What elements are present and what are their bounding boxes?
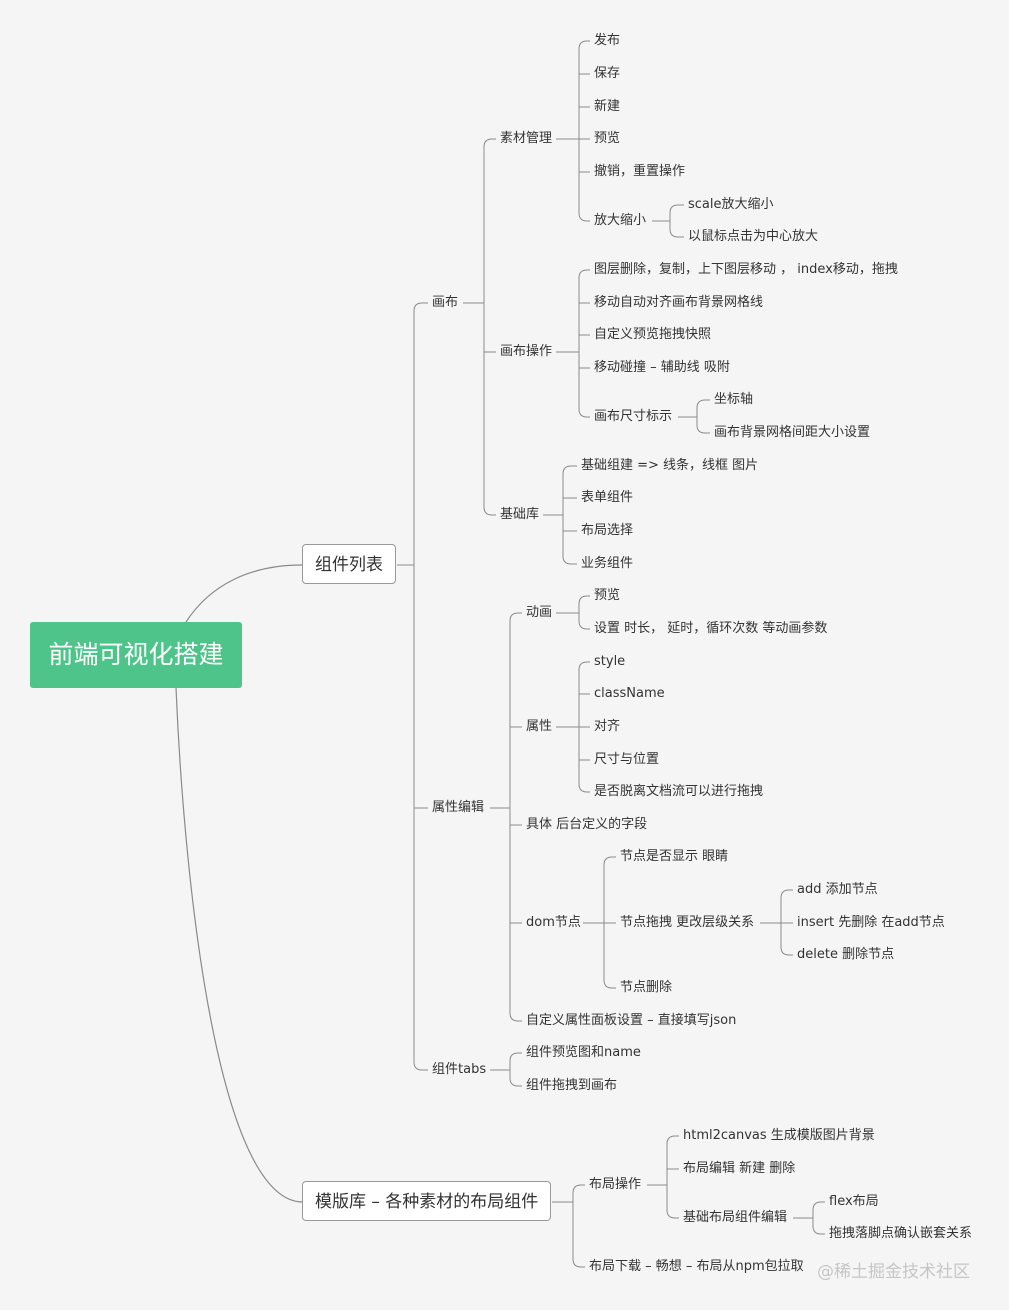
material-item: 新建 <box>594 99 621 114</box>
basic-layout-item: 拖拽落脚点确认嵌套关系 <box>829 1226 973 1241</box>
dom-drag-item: insert 先删除 在add节点 <box>797 915 945 930</box>
material-node: 素材管理 <box>500 131 553 146</box>
material-item: 撤销，重置操作 <box>594 164 686 179</box>
dom-item: 节点是否显示 眼睛 <box>620 849 729 864</box>
attr-item: 对齐 <box>594 719 621 734</box>
canvas-size-node: 画布尺寸标示 <box>594 409 673 424</box>
layout-ops-node: 布局操作 <box>589 1177 642 1192</box>
root-node: 前端可视化搭建 <box>30 622 242 688</box>
anim-node: 动画 <box>526 605 553 620</box>
canvas-node: 画布 <box>432 295 459 310</box>
dom-drag-node: 节点拖拽 更改层级关系 <box>620 915 755 930</box>
dom-drag-item: add 添加节点 <box>797 882 878 897</box>
custom-fields-node: 具体 后台定义的字段 <box>526 817 648 832</box>
attr-item: className <box>594 686 665 701</box>
base-lib-item: 布局选择 <box>581 523 634 538</box>
canvas-ops-item: 自定义预览拖拽快照 <box>594 327 712 342</box>
base-lib-item: 基础组建 => 线条，线框 图片 <box>581 458 759 473</box>
dom-item: 节点删除 <box>620 980 673 995</box>
layout-download-node: 布局下载 – 畅想 – 布局从npm包拉取 <box>589 1259 804 1274</box>
canvas-ops-item: 移动碰撞 – 辅助线 吸附 <box>594 360 730 375</box>
basic-layout-node: 基础布局组件编辑 <box>683 1210 788 1225</box>
material-item: 预览 <box>594 131 621 146</box>
canvas-ops-item: 移动自动对齐画布背景网格线 <box>594 295 764 310</box>
dom-node: dom节点 <box>526 915 581 930</box>
attr-item: style <box>594 654 626 669</box>
canvas-ops-node: 画布操作 <box>500 344 553 359</box>
zoom-item: scale放大缩小 <box>688 197 774 212</box>
zoom-item: 以鼠标点击为中心放大 <box>688 229 819 244</box>
attr-item: 尺寸与位置 <box>594 752 660 767</box>
panel-node: 自定义属性面板设置 – 直接填写json <box>526 1013 737 1028</box>
components-node: 组件列表 <box>302 544 396 584</box>
tabs-item: 组件预览图和name <box>526 1045 641 1060</box>
tabs-item: 组件拖拽到画布 <box>526 1078 618 1093</box>
canvas-size-item: 坐标轴 <box>714 392 754 407</box>
base-lib-item: 表单组件 <box>581 490 634 505</box>
layout-ops-item: 布局编辑 新建 删除 <box>683 1161 796 1176</box>
watermark: @稀土掘金技术社区 <box>817 1262 970 1282</box>
attr-item: 是否脱离文档流可以进行拖拽 <box>594 784 764 799</box>
templates-node: 模版库 – 各种素材的布局组件 <box>302 1181 552 1221</box>
canvas-ops-item: 图层删除，复制，上下图层移动 ， index移动，拖拽 <box>594 262 898 277</box>
canvas-size-item: 画布背景网格间距大小设置 <box>714 425 871 440</box>
props-node: 属性编辑 <box>432 800 485 815</box>
base-lib-item: 业务组件 <box>581 556 634 571</box>
basic-layout-item: flex布局 <box>829 1194 879 1209</box>
material-item: 发布 <box>594 33 621 48</box>
dom-drag-item: delete 删除节点 <box>797 947 895 962</box>
layout-ops-item: html2canvas 生成模版图片背景 <box>683 1128 875 1143</box>
material-item: 保存 <box>594 66 621 81</box>
anim-item: 预览 <box>594 588 621 603</box>
zoom-node: 放大缩小 <box>594 213 647 228</box>
base-lib-node: 基础库 <box>500 507 540 522</box>
attr-node: 属性 <box>526 719 553 734</box>
anim-item: 设置 时长， 延时，循环次数 等动画参数 <box>594 621 828 636</box>
tabs-node: 组件tabs <box>432 1062 487 1077</box>
